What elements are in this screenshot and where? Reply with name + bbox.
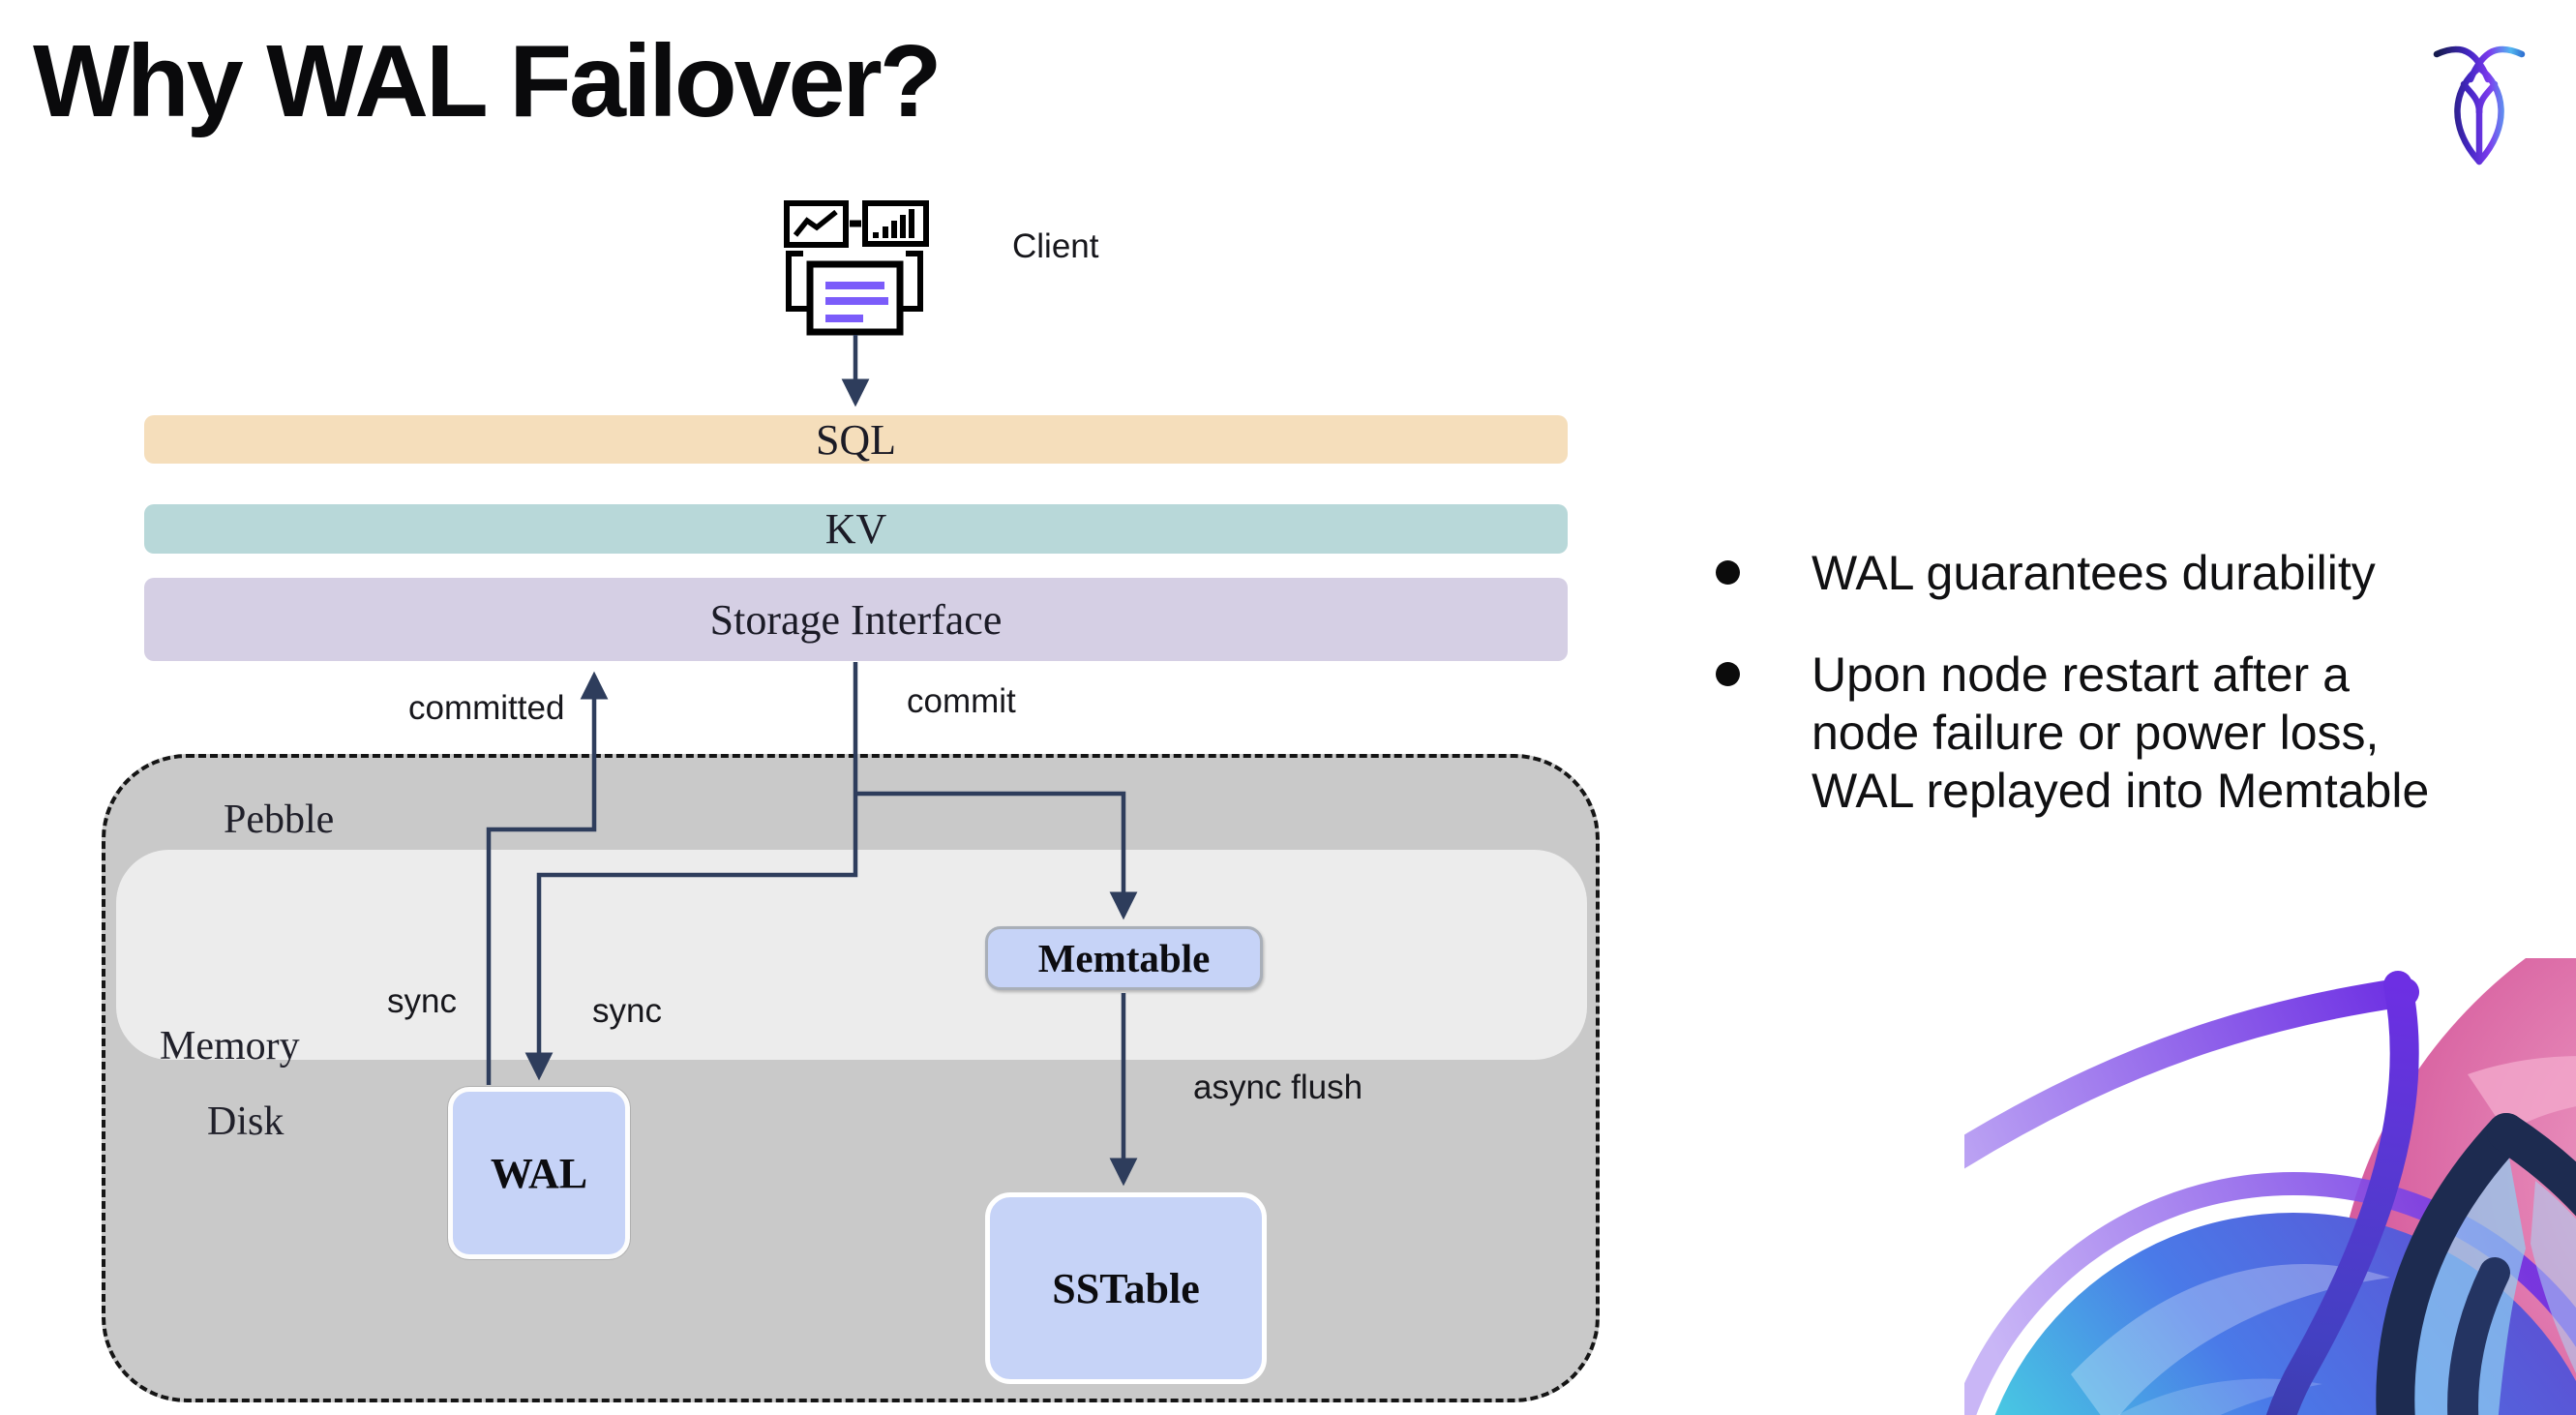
kv-label: KV xyxy=(824,505,887,553)
pebble-label: Pebble xyxy=(224,798,335,842)
bullet-line: node failure or power loss, xyxy=(1812,706,2380,760)
bullet-marker xyxy=(1716,662,1740,686)
bullet-line: WAL guarantees durability xyxy=(1812,546,2376,600)
layer-bar-sql: SQL xyxy=(144,415,1568,464)
memtable-node: Memtable xyxy=(985,926,1263,990)
edge-label-sync-left: sync xyxy=(387,982,457,1020)
bullet-item: WAL guarantees durability xyxy=(1812,544,2566,602)
client-app-windows-icon xyxy=(784,200,929,336)
wal-label: WAL xyxy=(490,1149,588,1197)
bullet-line: WAL replayed into Memtable xyxy=(1812,764,2430,818)
memory-region xyxy=(116,850,1587,1060)
edge-label-sync-right: sync xyxy=(592,992,662,1030)
layer-bar-kv: KV xyxy=(144,504,1568,554)
page-title: Why WAL Failover? xyxy=(33,24,942,138)
line-chart-glyph xyxy=(793,209,838,237)
edge-label-commit: commit xyxy=(907,682,1016,720)
wal-node: WAL xyxy=(448,1087,630,1259)
sql-label: SQL xyxy=(815,415,897,464)
storage-interface-label: Storage Interface xyxy=(709,595,1003,644)
document-lines-glyph xyxy=(825,282,888,322)
client-label: Client xyxy=(1012,227,1099,265)
brand-gradient-decoration xyxy=(1964,958,2576,1415)
edge-label-async-flush: async flush xyxy=(1193,1069,1363,1106)
bullet-line: Upon node restart after a xyxy=(1812,647,2350,702)
bullet-item: Upon node restart after a node failure o… xyxy=(1812,646,2566,820)
disk-label: Disk xyxy=(207,1099,285,1144)
bullet-marker xyxy=(1716,560,1740,585)
sstable-label: SSTable xyxy=(1052,1264,1200,1312)
bracket-glyphs xyxy=(786,251,923,312)
edge-label-committed: committed xyxy=(408,689,565,727)
cockroachdb-logo-icon xyxy=(2433,45,2526,166)
memory-label: Memory xyxy=(160,1024,300,1069)
sstable-node: SSTable xyxy=(985,1192,1267,1384)
bar-chart-glyph xyxy=(873,209,914,238)
layer-bar-storage-interface: Storage Interface xyxy=(144,578,1568,661)
memtable-label: Memtable xyxy=(1037,936,1211,980)
